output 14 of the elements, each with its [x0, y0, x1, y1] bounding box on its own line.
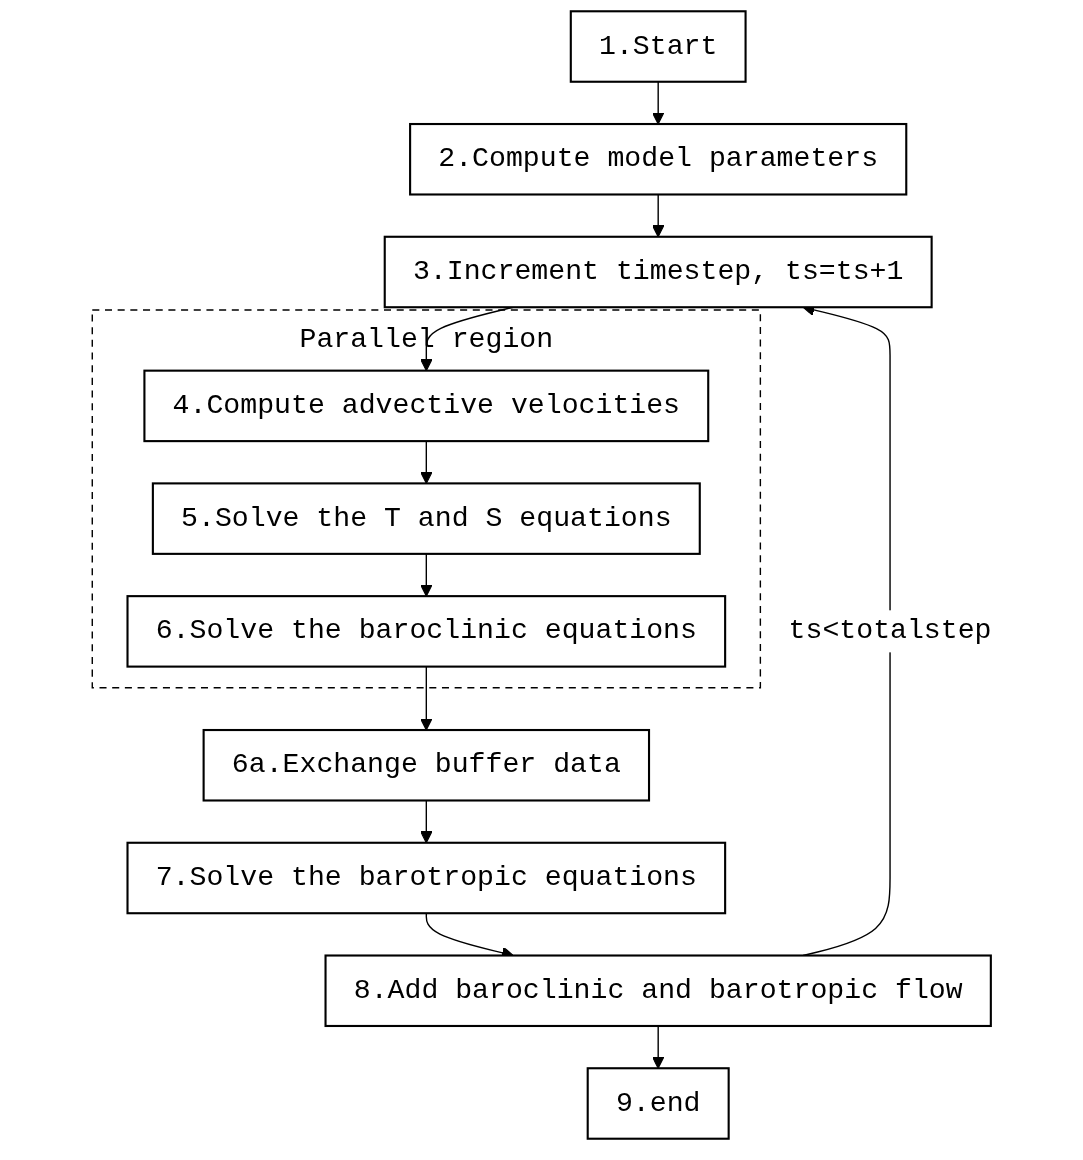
edge-label: ts<totalstep: [788, 614, 992, 647]
node-box: 6a.Exchange buffer data: [202, 728, 650, 802]
node-box: 2.Compute model parameters: [408, 122, 907, 196]
arrow: [651, 1025, 664, 1069]
node-box: 4.Compute advective velocities: [142, 369, 709, 443]
arrow: [419, 553, 433, 597]
node-box: 1.Start: [569, 10, 747, 83]
node-box: 6.Solve the baroclinic equations: [126, 595, 726, 668]
node-box: 3.Increment timestep, ts=ts+1: [383, 235, 933, 309]
arrow: [651, 81, 664, 125]
node-box: 5.Solve the T and S equations: [151, 482, 701, 555]
node-box: 9.end: [586, 1067, 730, 1140]
node-box: 8.Add baroclinic and barotropic flow: [324, 954, 992, 1028]
node-box: 7.Solve the barotropic equations: [126, 841, 726, 915]
